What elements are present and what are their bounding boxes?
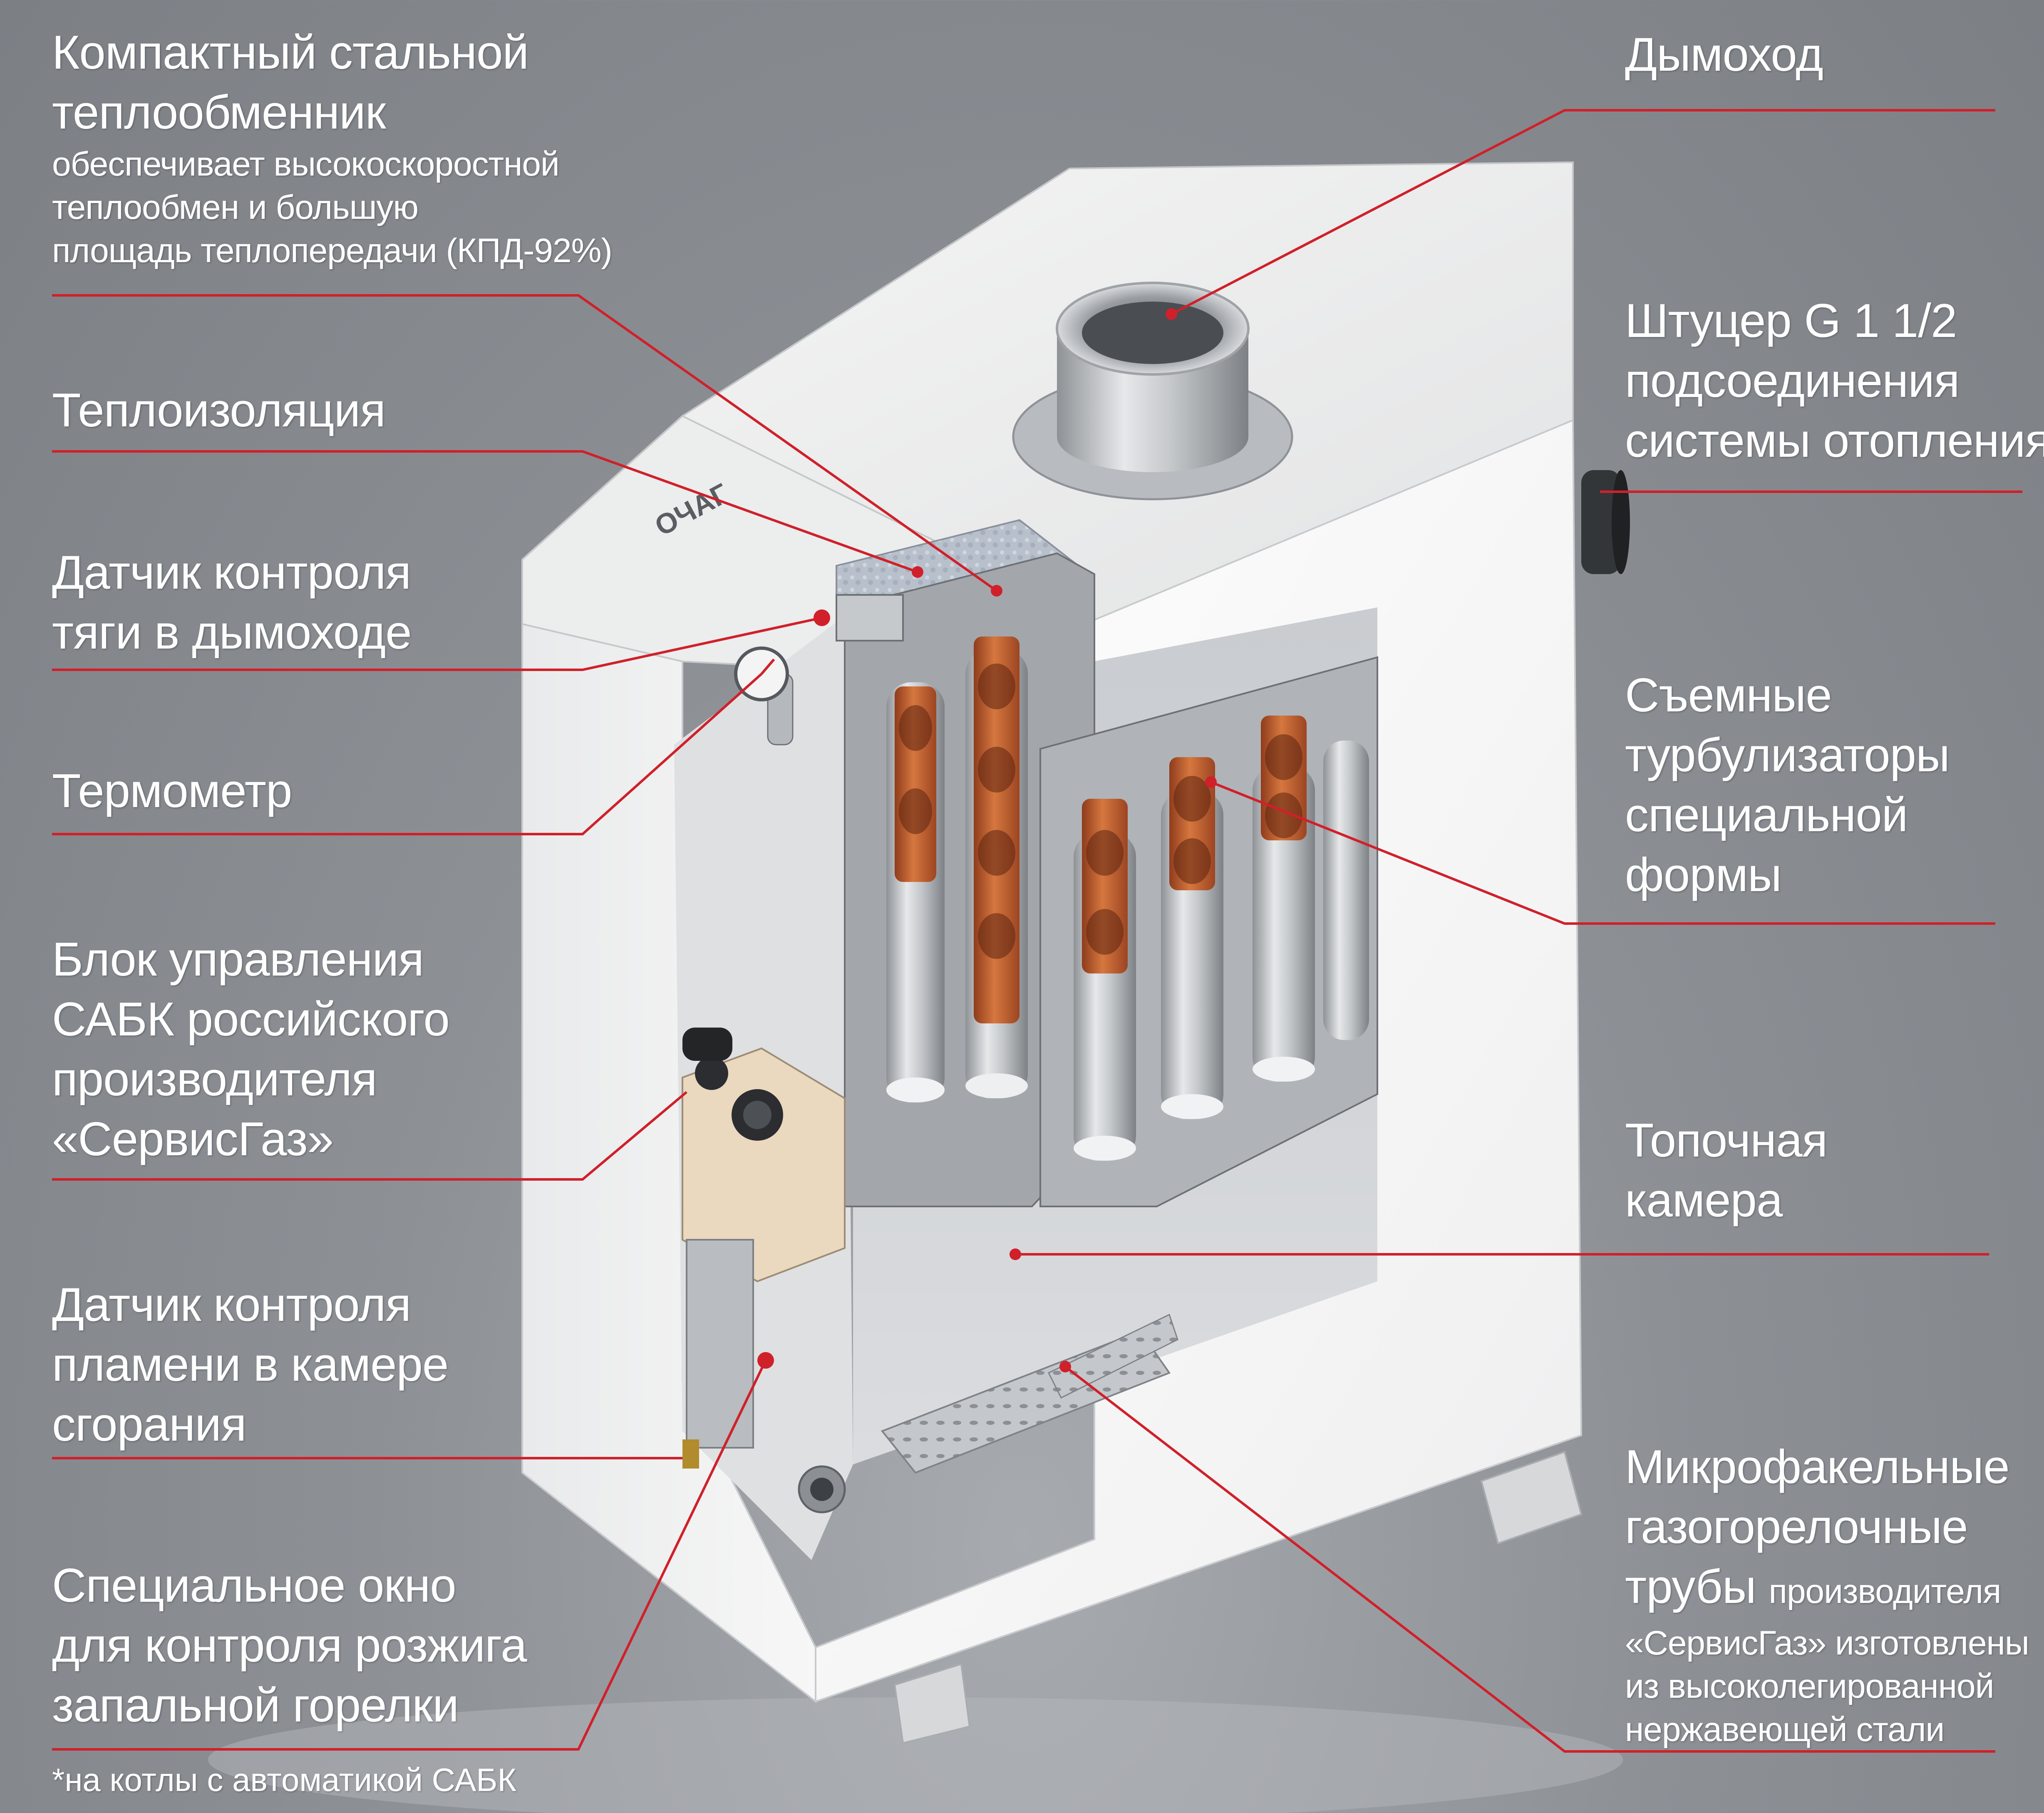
fitting-line-1: Штуцер G 1 1/2 <box>1625 295 1957 347</box>
burners-desc-1: «СервисГаз» изготовлены <box>1625 1624 2029 1662</box>
leader-dots <box>912 308 1217 1372</box>
flame-sensor-line-3: сгорания <box>52 1398 247 1451</box>
heat-exchanger-desc-1: обеспечивает высокоскоростной <box>52 145 560 183</box>
heat-exchanger-desc-2: теплообмен и большую <box>52 188 419 226</box>
boiler-feet <box>893 1451 1583 1744</box>
control-unit <box>682 1028 846 1449</box>
draft-sensor-line-2: тяги в дымоходе <box>52 606 412 659</box>
burners-title-last: трубы <box>1625 1560 1756 1613</box>
label-thermometer: Термометр <box>52 761 292 821</box>
flue-text: Дымоход <box>1625 28 1823 81</box>
thermometer-text: Термометр <box>52 765 292 817</box>
flame-sensor-line-2: пламени в камере <box>52 1338 449 1391</box>
burners-title-1: Микрофакельные <box>1625 1441 2009 1493</box>
burners-desc-3: нержавеющей стали <box>1625 1711 1945 1749</box>
label-control-unit: Блок управления САБК российского произво… <box>52 930 450 1169</box>
control-unit-line-4: «СервисГаз» <box>52 1113 334 1166</box>
leader-lines <box>52 109 2022 1753</box>
label-flue: Дымоход <box>1625 25 1823 85</box>
ignition-window-line-2: для контроля розжига <box>52 1619 527 1672</box>
burners-title-2: газогорелочные <box>1625 1501 1968 1553</box>
label-ignition-window: Специальное окно для контроля розжига за… <box>52 1556 527 1736</box>
heat-exchanger-title-2: теплообменник <box>52 86 386 139</box>
ignition-window <box>798 1465 846 1513</box>
floor-shadow <box>208 1697 1623 1813</box>
insulation-text: Теплоизоляция <box>52 384 386 437</box>
turbulators-line-1: Съемные <box>1625 669 1832 722</box>
draft-sensor-line-1: Датчик контроля <box>52 546 411 599</box>
burners-desc-2: из высоколегированной <box>1625 1667 1994 1705</box>
control-unit-line-3: производителя <box>52 1053 377 1106</box>
label-insulation: Теплоизоляция <box>52 381 386 441</box>
ignition-window-line-1: Специальное окно <box>52 1559 456 1612</box>
label-heat-exchanger: Компактный стальной теплообменник обеспе… <box>52 23 613 272</box>
turbulators <box>895 637 1307 1023</box>
label-furnace: Топочная камера <box>1625 1111 1828 1231</box>
label-turbulators: Съемные турбулизаторы специальной формы <box>1625 666 1950 905</box>
flame-sensor <box>682 1439 699 1469</box>
heating-fitting <box>1581 470 1630 574</box>
ignition-window-line-3: запальной горелки <box>52 1679 459 1732</box>
heat-exchanger-title-1: Компактный стальной <box>52 26 529 79</box>
furnace-line-2: камера <box>1625 1174 1783 1227</box>
furnace-line-1: Топочная <box>1625 1114 1828 1167</box>
label-draft-sensor: Датчик контроля тяги в дымоходе <box>52 543 412 663</box>
label-fitting: Штуцер G 1 1/2 подсоединения системы ото… <box>1625 291 2044 471</box>
flame-sensor-line-1: Датчик контроля <box>52 1278 411 1331</box>
control-unit-line-2: САБК российского <box>52 993 450 1046</box>
flue-pipe <box>1012 282 1293 500</box>
fitting-line-2: подсоединения <box>1625 354 1960 407</box>
heat-exchanger-desc-3: площадь теплопередачи (КПД-92%) <box>52 232 613 270</box>
label-burners: Микрофакельные газогорелочные трубы прои… <box>1625 1437 2029 1751</box>
draft-sensor <box>814 594 904 641</box>
burners-desc-inline: производителя <box>1769 1573 2002 1610</box>
burners-title-3: трубы производителя <box>1625 1557 2029 1622</box>
turbulators-line-4: формы <box>1625 849 1782 902</box>
control-unit-line-1: Блок управления <box>52 933 424 986</box>
burner-tubes-back <box>1047 1313 1178 1399</box>
fitting-line-3: системы отопления <box>1625 414 2044 467</box>
label-flame-sensor: Датчик контроля пламени в камере сгорани… <box>52 1275 449 1455</box>
footnote: *на котлы с автоматикой САБК <box>52 1761 516 1798</box>
turbulators-line-2: турбулизаторы <box>1625 729 1950 782</box>
turbulators-line-3: специальной <box>1625 789 1908 842</box>
